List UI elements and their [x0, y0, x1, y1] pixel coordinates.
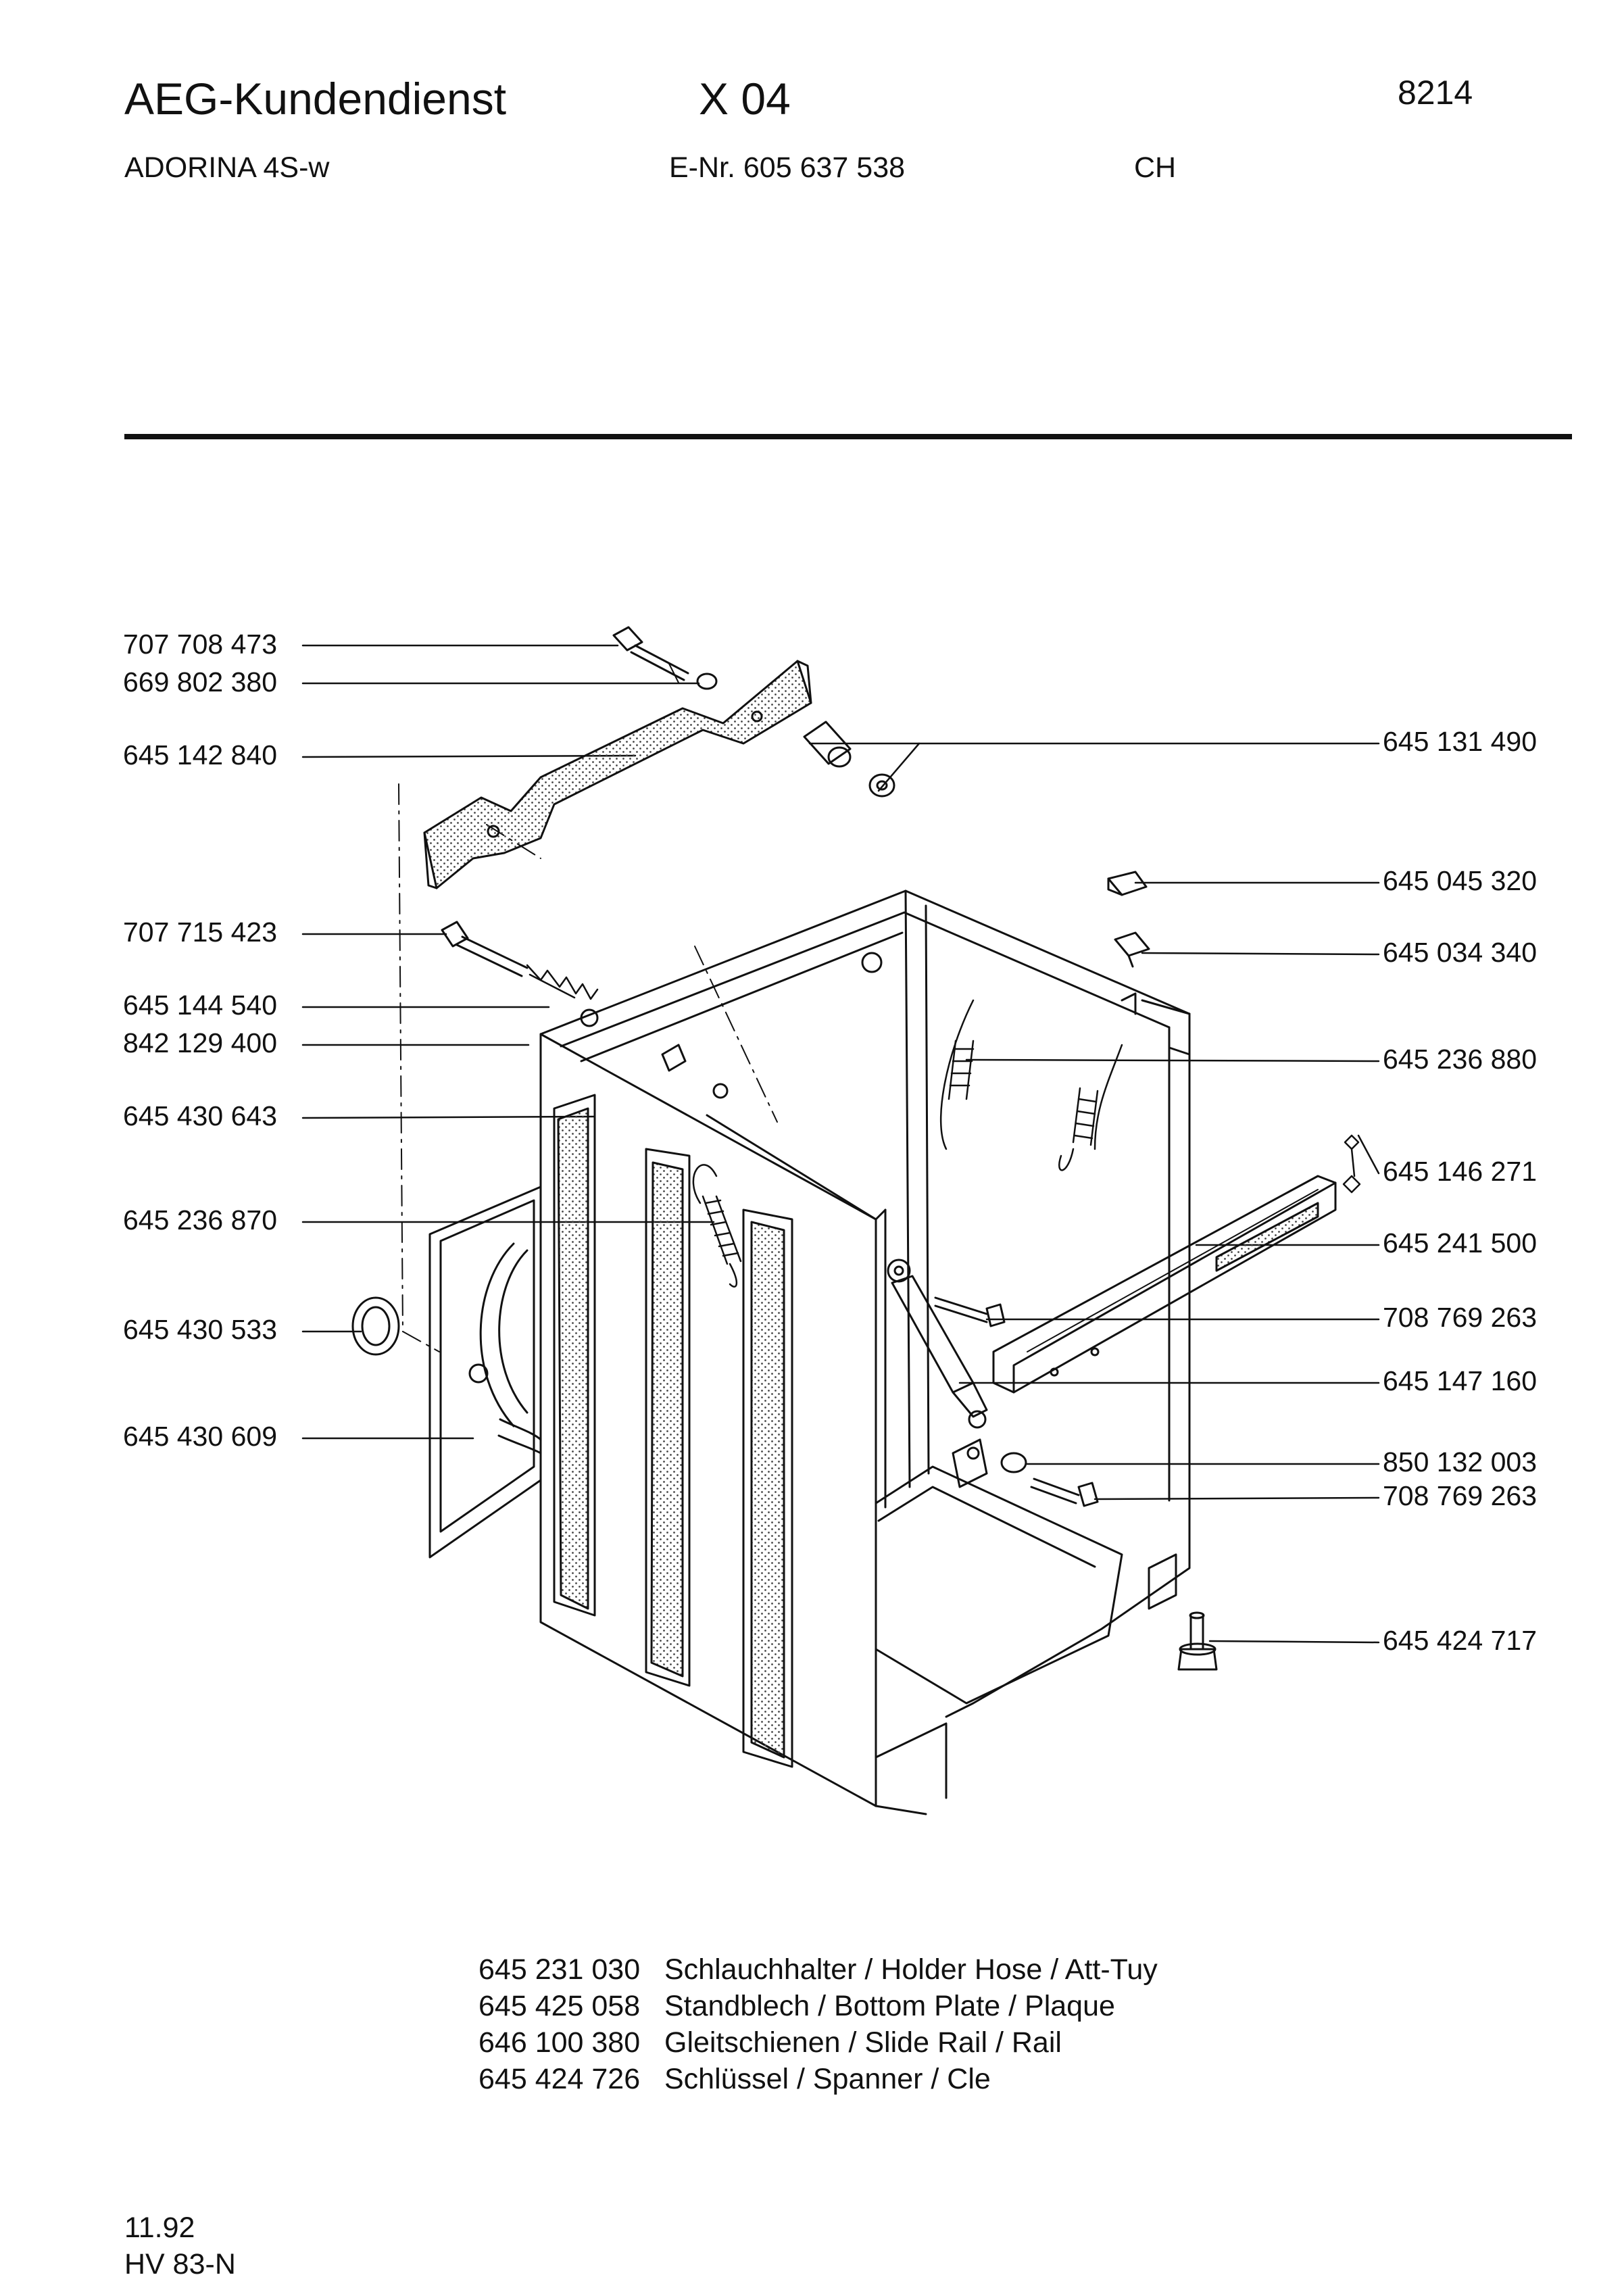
ring-seal — [1000, 1452, 1027, 1473]
left-side-panel — [428, 1186, 542, 1559]
label-707-715-423: 707 715 423 — [123, 917, 278, 948]
country-code: CH — [1134, 151, 1177, 184]
washer-left — [580, 1008, 599, 1027]
accessory-row: 645 424 726 Schlüssel / Spanner / Cle — [478, 2063, 991, 2096]
label-645-131-490: 645 131 490 — [1383, 726, 1538, 757]
accessory-code: 645 425 058 — [478, 1990, 641, 2022]
accessory-code: 645 231 030 — [478, 1953, 641, 1986]
screw-upper — [934, 1296, 1006, 1327]
footer-date: 11.92 — [124, 2212, 195, 2244]
doc-code: X 04 — [699, 74, 791, 124]
e-number: E-Nr. 605 637 538 — [669, 151, 906, 184]
accessory-code: 646 100 380 — [478, 2026, 641, 2059]
label-842-129-400: 842 129 400 — [123, 1027, 278, 1058]
spring-left — [526, 964, 599, 1000]
right-rail — [992, 1175, 1337, 1394]
label-669-802-380: 669 802 380 — [123, 666, 278, 698]
label-645-147-160: 645 147 160 — [1383, 1365, 1538, 1396]
accessory-desc: Schlüssel / Spanner / Cle — [664, 2063, 991, 2095]
label-645-045-320: 645 045 320 — [1383, 865, 1538, 896]
footer-code: HV 83-N — [124, 2248, 236, 2280]
top-cross-brace — [423, 660, 812, 889]
bracket-lower — [952, 1438, 988, 1488]
label-645-241-500: 645 241 500 — [1383, 1227, 1538, 1259]
hooks-right — [1342, 1134, 1361, 1194]
bolt-left — [441, 921, 529, 977]
label-708-769-263-upper: 708 769 263 — [1383, 1302, 1538, 1333]
spring-rear-1 — [939, 999, 975, 1150]
right-leader-lines — [808, 742, 1380, 1644]
shock-absorber — [887, 1259, 988, 1429]
model-name: ADORINA 4S-w — [124, 151, 330, 184]
accessory-desc: Gleitschienen / Slide Rail / Rail — [664, 2026, 1062, 2059]
label-645-430-609: 645 430 609 — [123, 1421, 278, 1452]
accessory-desc: Standblech / Bottom Plate / Plaque — [664, 1990, 1115, 2022]
clip-second — [1114, 931, 1150, 968]
label-645-144-540: 645 144 540 — [123, 990, 278, 1021]
label-645-236-870: 645 236 870 — [123, 1204, 278, 1236]
label-645-430-533: 645 430 533 — [123, 1314, 278, 1345]
label-645-430-643: 645 430 643 — [123, 1100, 278, 1131]
accessory-code: 645 424 726 — [478, 2063, 641, 2095]
label-645-146-271: 645 146 271 — [1383, 1156, 1538, 1187]
label-850-132-003: 850 132 003 — [1383, 1446, 1538, 1477]
clip-top — [1107, 871, 1148, 896]
accessory-desc: Schlauchhalter / Holder Hose / Att-Tuy — [664, 1953, 1158, 1986]
spring-rear-2 — [1058, 1044, 1123, 1171]
label-708-769-263-lower: 708 769 263 — [1383, 1480, 1538, 1511]
header-rule — [124, 434, 1572, 439]
brand-title: AEG-Kundendienst — [124, 74, 507, 124]
accessory-row: 645 425 058 Standblech / Bottom Plate / P… — [478, 1990, 1115, 2023]
spring-front — [692, 1164, 742, 1288]
label-645-236-880: 645 236 880 — [1383, 1044, 1538, 1075]
label-707-708-473: 707 708 473 — [123, 629, 278, 660]
accessory-row: 646 100 380 Gleitschienen / Slide Rail / … — [478, 2026, 1062, 2059]
adjustable-foot — [1177, 1611, 1218, 1671]
cabinet — [539, 889, 1191, 1815]
screw-lower — [1030, 1477, 1099, 1507]
washer-top — [696, 673, 718, 690]
accessory-row: 645 231 030 Schlauchhalter / Holder Hose … — [478, 1953, 1158, 1986]
bolt-top — [612, 626, 689, 683]
grommet-left — [351, 1296, 400, 1356]
label-645-142-840: 645 142 840 — [123, 739, 278, 771]
bush-right — [803, 720, 895, 798]
label-645-034-340: 645 034 340 — [1383, 937, 1538, 968]
label-645-424-717: 645 424 717 — [1383, 1625, 1538, 1656]
page-number: 8214 — [1398, 74, 1473, 112]
